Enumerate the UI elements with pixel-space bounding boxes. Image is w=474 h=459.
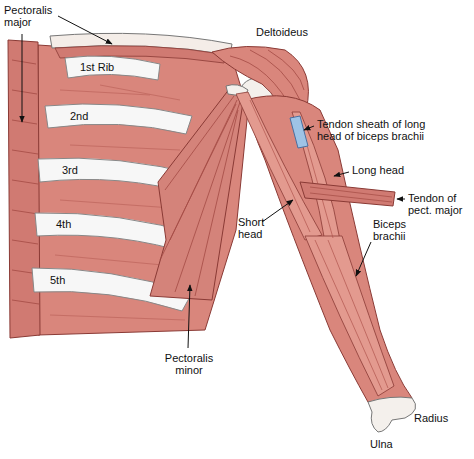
bone-label: Ulna bbox=[370, 438, 393, 450]
muscle-label: Pectoralis major bbox=[4, 4, 58, 28]
rib-label: 2nd bbox=[70, 110, 88, 122]
rib-label: 4th bbox=[56, 218, 71, 230]
pectoralis-minor bbox=[150, 88, 244, 300]
tendon-fibres bbox=[310, 187, 392, 202]
muscle-label: Biceps brachii bbox=[373, 218, 421, 242]
muscle-label: Long head bbox=[352, 164, 404, 176]
tendon-sheath bbox=[290, 116, 308, 148]
structure-label: Tendon sheath of long head of biceps bra… bbox=[317, 118, 435, 142]
rib-label: 3rd bbox=[62, 164, 78, 176]
pectoralis-major-tendon bbox=[300, 182, 395, 206]
rib-label: 1st Rib bbox=[80, 61, 114, 73]
bone-label: Radius bbox=[414, 412, 448, 424]
muscle-label: Short head bbox=[238, 216, 272, 240]
biceps-fibres bbox=[250, 100, 388, 390]
biceps-belly bbox=[305, 236, 394, 396]
rib-label: 5th bbox=[50, 274, 65, 286]
elbow-bones bbox=[368, 397, 416, 432]
leader-lines bbox=[22, 16, 405, 348]
muscle-label: Deltoideus bbox=[256, 26, 308, 38]
pectoralis-minor-fibres bbox=[160, 96, 240, 296]
pectoralis-major-cut bbox=[8, 40, 40, 338]
pectoralis-major-fibres bbox=[12, 60, 39, 304]
muscle-label: Pectoralis minor bbox=[158, 352, 220, 376]
structure-label: Tendon of pect. major bbox=[408, 192, 470, 216]
